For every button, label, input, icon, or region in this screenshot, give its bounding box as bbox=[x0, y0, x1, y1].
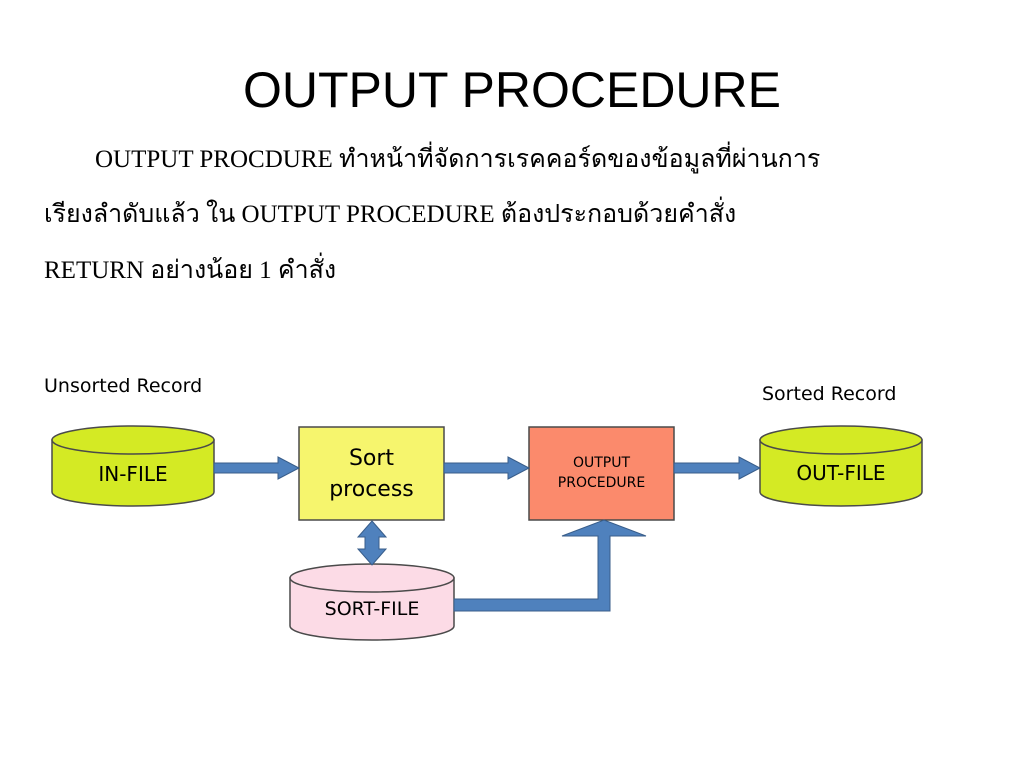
page-title: OUTPUT PROCEDURE bbox=[242, 62, 781, 118]
sort-process-label-line-1: Sort bbox=[348, 446, 395, 471]
sort-process-label: Sort process bbox=[299, 443, 444, 505]
description-line-1: OUTPUT PROCDURE ทำหน้าที่จัดการเรคคอร์ดข… bbox=[95, 146, 821, 173]
arrow-sortfile-to-output bbox=[453, 519, 647, 612]
unsorted-record-label: Unsorted Record bbox=[44, 375, 203, 397]
sorted-record-label: Sorted Record bbox=[762, 383, 897, 405]
sort-process-box bbox=[298, 426, 445, 521]
output-procedure-label-line-1: OUTPUT bbox=[572, 455, 631, 471]
out-file-cylinder bbox=[759, 425, 923, 507]
description-line-3: RETURN อย่างน้อย 1 คำสั่ง bbox=[44, 257, 337, 284]
in-file-label: IN-FILE bbox=[98, 462, 168, 486]
arrow-sort-sortfile-bidirectional bbox=[356, 520, 388, 566]
description-line-2: เรียงลำดับแล้ว ใน OUTPUT PROCEDURE ต้องป… bbox=[44, 201, 737, 228]
output-procedure-label: OUTPUT PROCEDURE bbox=[529, 453, 674, 493]
out-file-label: OUT-FILE bbox=[796, 461, 886, 485]
arrow-sort-to-output bbox=[443, 456, 531, 480]
in-file-cylinder bbox=[51, 425, 215, 507]
output-procedure-box bbox=[528, 426, 675, 521]
output-procedure-label-line-2: PROCEDURE bbox=[557, 475, 646, 491]
arrow-output-to-outfile bbox=[673, 456, 762, 480]
sort-file-label: SORT-FILE bbox=[324, 598, 420, 620]
sort-process-label-line-2: process bbox=[329, 477, 414, 502]
arrow-infile-to-sort bbox=[213, 456, 301, 480]
sort-file-cylinder bbox=[289, 563, 455, 641]
